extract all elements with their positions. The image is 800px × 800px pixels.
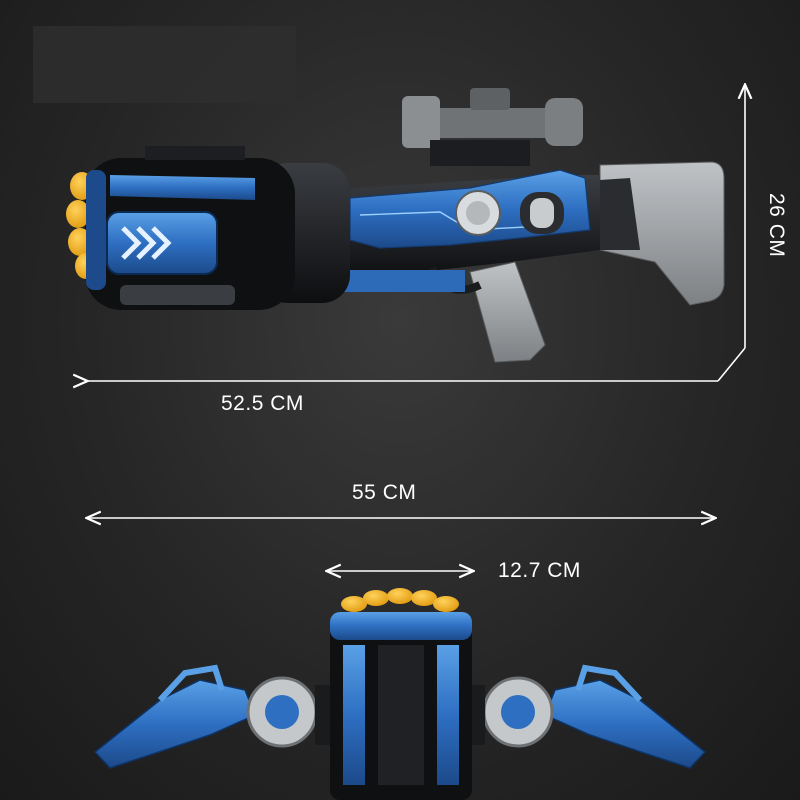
drum-blue-strip: [110, 175, 255, 200]
dimension-lines: [86, 86, 745, 571]
top-rail: [145, 146, 245, 160]
front-drum-center: [378, 645, 424, 785]
bolt-ring: [530, 198, 554, 228]
chevron-icon: [121, 226, 142, 260]
chevron-icon: [151, 226, 172, 260]
scope-body: [412, 108, 572, 138]
ammo-ball: [363, 590, 389, 606]
right-wing-claw: [575, 664, 643, 703]
ammo-ball: [411, 590, 437, 606]
ammo-ball: [341, 596, 367, 612]
dial-center: [466, 201, 490, 225]
front-drum-cap: [330, 612, 472, 640]
scope-mount: [430, 140, 530, 166]
corner-line: [717, 347, 746, 382]
panel-circuit-line: [359, 211, 561, 231]
length-label: 52.5 CM: [221, 392, 304, 415]
grip: [469, 261, 546, 363]
watermark-block: [33, 26, 296, 103]
scope-rear: [402, 96, 440, 148]
blaster-front-view: [93, 588, 707, 800]
stock-joint: [600, 178, 640, 250]
lower-rail: [325, 270, 465, 292]
ammo-ball: [66, 200, 90, 228]
left-wing-claw: [157, 664, 225, 703]
scope-front: [545, 98, 583, 146]
front-drum-right-panel: [437, 645, 459, 785]
right-wing: [544, 679, 707, 769]
left-wheel-hub: [265, 695, 299, 729]
chevron-icon: [136, 226, 157, 260]
drum-grill: [120, 285, 235, 305]
drum-front-ring: [86, 170, 106, 290]
barrel-label: 12.7 CM: [498, 559, 581, 582]
front-drum-left-panel: [343, 645, 365, 785]
width-label: 55 CM: [352, 481, 417, 504]
drum-window: [106, 211, 218, 275]
scope-turret: [470, 88, 510, 110]
right-wheel-hub: [501, 695, 535, 729]
ammo-ball: [433, 596, 459, 612]
ammo-ball: [387, 588, 413, 604]
height-label: 26 CM: [765, 193, 788, 258]
left-wing: [93, 679, 256, 769]
blaster-side-view: [66, 88, 725, 363]
